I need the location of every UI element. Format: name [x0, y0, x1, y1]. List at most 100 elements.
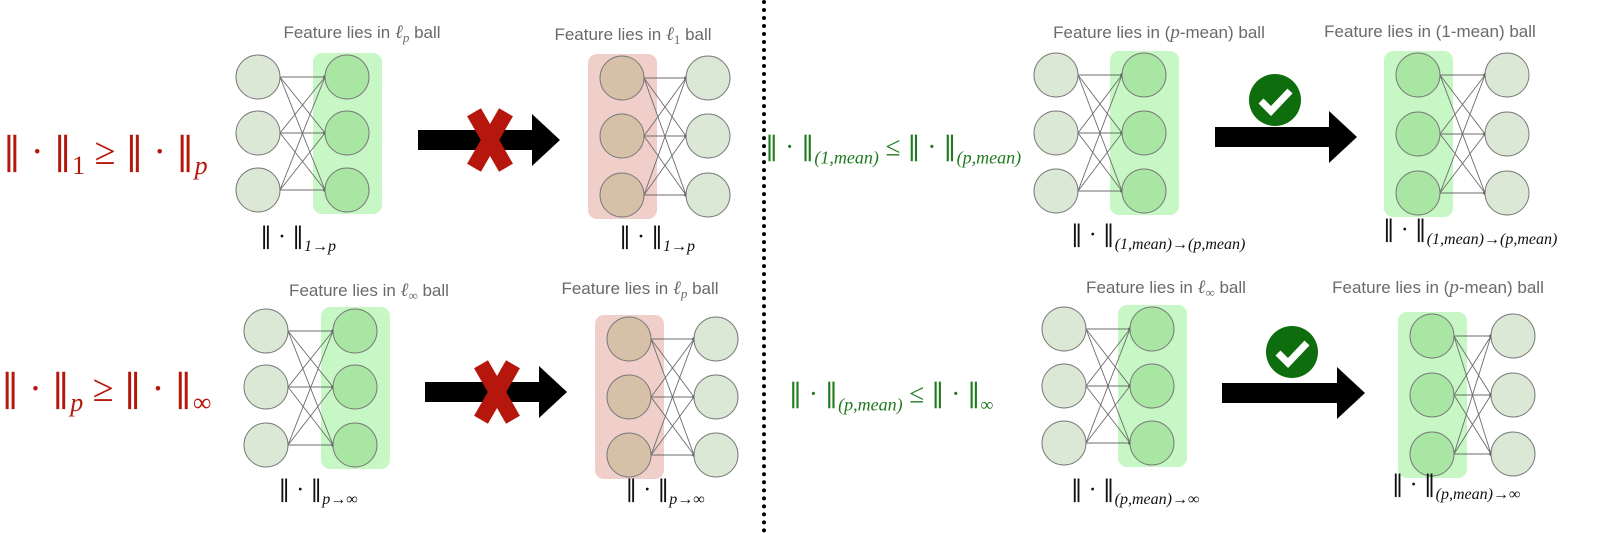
network-edge: [1453, 335, 1492, 455]
transfer-arrow-icon: [1222, 367, 1365, 419]
formula-pmean-le-linf: ∥ · ∥(p,mean) ≤ ∥ · ∥∞: [789, 379, 994, 416]
network-edge: [279, 76, 326, 191]
input-neuron: [1395, 170, 1441, 216]
label-norm: ∥ · ∥: [1382, 217, 1427, 243]
network-edge: [279, 132, 326, 191]
formula-sub: 1: [72, 151, 86, 180]
formula-l1-ge-lp: ∥ · ∥1 ≥ ∥ · ∥p: [2, 129, 207, 181]
operator-norm-label: ∥ · ∥(1,mean)→(p,mean): [1071, 220, 1246, 254]
network-edge: [1439, 74, 1486, 135]
network-edge: [287, 330, 334, 388]
input-neuron: [243, 422, 289, 468]
network-edge: [650, 396, 695, 456]
formula-lp-ge-linf: ∥ · ∥p ≥ ∥ · ∥∞: [1, 366, 212, 418]
title-text: Feature lies in (1-mean) ball: [1324, 22, 1536, 41]
transfer-arrow-icon: [1215, 111, 1357, 163]
title-text: Feature lies in: [554, 25, 666, 44]
net-title: Feature lies in (1-mean) ball: [1324, 22, 1536, 42]
output-neuron: [1490, 313, 1536, 359]
net-title: Feature lies in (p-mean) ball: [1332, 277, 1544, 299]
network-edge: [1085, 328, 1131, 387]
input-neuron: [235, 110, 281, 156]
operator-norm-label: ∥ · ∥(p,mean)→∞: [1071, 475, 1200, 509]
output-neuron: [1490, 372, 1536, 418]
network-edge: [1077, 132, 1123, 192]
operator-norm-label: ∥ · ∥p→∞: [625, 475, 704, 509]
label-norm: ∥ · ∥: [625, 477, 670, 503]
output-neuron: [1121, 52, 1167, 98]
label-sub: (1,mean)→(p,mean): [1114, 236, 1246, 253]
title-text: -mean) ball: [1458, 278, 1544, 297]
title-symbol: ℓ: [394, 22, 403, 43]
title-symbol: ℓ: [400, 280, 409, 301]
title-text: Feature lies in (: [1332, 278, 1450, 297]
output-neuron: [324, 54, 370, 100]
formula-norm: ∥ · ∥: [0, 368, 71, 410]
input-neuron: [1395, 111, 1441, 157]
operator-norm-label: ∥ · ∥(1,mean)→(p,mean): [1383, 215, 1558, 249]
network-edge: [650, 338, 695, 398]
label-norm: ∥ · ∥: [1391, 472, 1436, 498]
operator-norm-label: ∥ · ∥p→∞: [278, 475, 357, 509]
output-neuron: [332, 364, 378, 410]
input-neuron: [1409, 431, 1455, 477]
formula-norm: ∥ · ∥: [2, 131, 73, 173]
network-edge: [643, 135, 687, 196]
formula-relation: ≥ ∥ · ∥: [85, 131, 195, 173]
formula-relation: ≤ ∥ · ∥: [902, 378, 981, 409]
label-norm: ∥ · ∥: [260, 224, 304, 250]
formula-norm: ∥ · ∥: [764, 131, 815, 162]
network-edge: [1085, 385, 1131, 444]
title-symbol: ℓ: [1197, 277, 1206, 298]
label-sub: (p,mean)→∞: [1435, 486, 1521, 503]
network-edge: [1439, 74, 1486, 194]
label-norm: ∥ · ∥: [1070, 222, 1115, 248]
title-symbol: p: [1449, 277, 1459, 298]
output-neuron: [685, 55, 731, 101]
output-neuron: [1129, 306, 1175, 352]
output-neuron: [1484, 52, 1530, 98]
formula-sub: ∞: [980, 394, 994, 415]
network-edge: [279, 76, 326, 134]
cross-icon: [467, 108, 513, 172]
panel-divider: [762, 0, 766, 533]
output-neuron: [1121, 110, 1167, 156]
output-neuron: [685, 113, 731, 159]
input-neuron: [1041, 306, 1087, 352]
formula-relation: ≥ ∥ · ∥: [83, 368, 193, 410]
net-title: Feature lies in ℓp ball: [283, 22, 440, 46]
check-icon: [1266, 326, 1318, 378]
input-neuron: [599, 113, 645, 159]
cross-icon: [474, 360, 520, 424]
formula-relation: ≤ ∥ · ∥: [878, 131, 957, 162]
input-neuron: [1041, 420, 1087, 466]
network-edge: [1453, 394, 1492, 455]
formula-sub: (p,mean): [838, 394, 903, 415]
input-neuron: [599, 55, 645, 101]
input-neuron: [243, 364, 289, 410]
net-title: Feature lies in ℓ1 ball: [554, 24, 711, 48]
formula-sub: ∞: [192, 388, 212, 417]
network-edge: [643, 77, 687, 137]
label-norm: ∥ · ∥: [619, 224, 663, 250]
title-sub: 1: [673, 32, 681, 47]
input-neuron: [1033, 168, 1079, 214]
title-sub: p: [680, 286, 688, 301]
check-icon: [1249, 74, 1301, 126]
input-neuron: [235, 54, 281, 100]
output-neuron: [685, 172, 731, 218]
formula-sub: p: [70, 388, 84, 417]
network-edge: [1085, 328, 1131, 444]
title-text: ball: [409, 23, 441, 42]
label-sub: p→∞: [322, 491, 358, 508]
label-norm: ∥ · ∥: [278, 477, 323, 503]
net-title: Feature lies in ℓp ball: [561, 278, 718, 302]
output-neuron: [1484, 111, 1530, 157]
network-edge: [287, 386, 334, 446]
network-edge: [650, 338, 695, 456]
title-text: Feature lies in: [289, 281, 401, 300]
net-title: Feature lies in ℓ∞ ball: [289, 280, 449, 304]
title-sub: p: [402, 30, 410, 45]
network-edge: [1453, 335, 1492, 396]
